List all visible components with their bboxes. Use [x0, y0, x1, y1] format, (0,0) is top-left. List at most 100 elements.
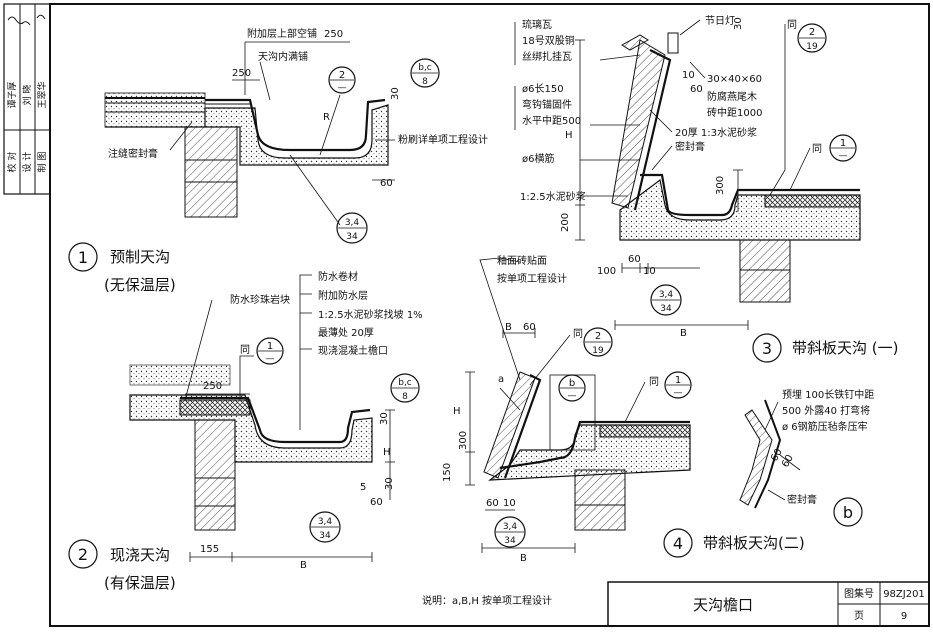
- d4-callout-0: 同: [573, 328, 583, 340]
- d1-dim-2: 30: [390, 87, 401, 100]
- d4-dim-1: 60: [523, 322, 536, 333]
- atlas-label: 图集号: [844, 587, 874, 600]
- d2-dim-1: 30: [379, 412, 390, 425]
- d3-dim-2: 60: [690, 84, 703, 95]
- name-draw: 王翠华: [36, 81, 48, 108]
- role-design: 设 计: [21, 152, 33, 173]
- d3-callout-8: 釉面砖贴面: [497, 254, 547, 267]
- d1-callout-3: 注缝密封膏: [108, 147, 158, 160]
- d4-ref3-top: 3,4: [503, 522, 518, 532]
- d3-callout-1: 18号双股铜: [522, 35, 575, 47]
- d2-dim-5: 5: [360, 482, 366, 493]
- d2-callout-0: 防水卷材: [318, 270, 358, 283]
- d4-callout-2: a: [498, 374, 504, 385]
- sheet-border: [49, 3, 930, 627]
- detail-4: 同 同 a B 60 H 300 150 60 10 B 2 19 b — 1 …: [442, 322, 805, 564]
- detail-1: 附加层上部空铺 250 天沟内满铺 粉刷详单项工程设计 注缝密封膏 250 30…: [68, 27, 488, 294]
- d1-subtitle: (无保温层): [104, 276, 176, 294]
- role-check: 校 对: [6, 152, 18, 173]
- d3-dim-9: B: [680, 328, 687, 339]
- d3-number: 3: [762, 339, 772, 358]
- detail-b: 预埋 100长铁钉中距 500 外露40 打弯将 ø 6钢筋压毡条压牢 密封膏 …: [739, 388, 874, 527]
- d2-dim-3: 30: [384, 477, 395, 490]
- d3-ref2-top: 3,4: [659, 290, 674, 300]
- d2-callout-2: 1:2.5水泥砂浆找坡 1%: [318, 308, 423, 321]
- detail-2: 防水卷材 附加防水层 1:2.5水泥砂浆找坡 1% 最薄处 20厚 现浇混凝土檐…: [68, 270, 423, 592]
- d3-callout-9: 按单项工程设计: [497, 272, 567, 285]
- d2-callout-1: 附加防水层: [318, 289, 368, 302]
- detail-3: 琉璃瓦 18号双股铜 丝绑扎挂瓦 ø6长150 弯钩锚固件 水平中距500 ø6…: [479, 15, 898, 381]
- d3-callout-14: 20厚 1:3水泥砂浆: [675, 126, 757, 139]
- page-value: 9: [901, 611, 907, 622]
- db-callout-0: 预埋 100长铁钉中距: [782, 388, 874, 401]
- d1-ref1-bottom: 8: [422, 77, 428, 87]
- d4-dim-6: 10: [503, 498, 516, 509]
- d2-dim-4: 60: [370, 497, 383, 508]
- d3-ref0-top: 2: [809, 27, 815, 38]
- sheet-title: 天沟檐口: [693, 596, 753, 614]
- name-check: 谭子厚: [7, 81, 18, 108]
- d2-dim-2: H: [383, 447, 391, 458]
- d1-ref0-bottom: —: [338, 83, 347, 93]
- d3-ref0-bottom: 19: [806, 42, 818, 52]
- d3-dim-5: 200: [560, 213, 571, 232]
- d2-dim-7: B: [300, 560, 307, 571]
- d3-callout-3: ø6长150: [522, 83, 564, 95]
- d2-title: 现浇天沟: [110, 546, 170, 564]
- d1-callout-1: 天沟内满铺: [258, 50, 308, 63]
- d3-ref1-top: 1: [840, 138, 846, 149]
- d3-title: 带斜板天沟 (一): [792, 339, 898, 357]
- d4-dim-4: 150: [442, 463, 453, 482]
- db-number: b: [843, 503, 853, 522]
- d4-ref2-top: 1: [675, 375, 681, 386]
- d1-title: 预制天沟: [110, 248, 170, 266]
- d2-callout-3: 最薄处 20厚: [318, 326, 374, 339]
- d1-ref0-top: 2: [339, 70, 345, 81]
- d1-dim-4: R: [323, 112, 330, 123]
- d3-dim-4: 300: [715, 176, 726, 195]
- d4-number: 4: [673, 534, 683, 553]
- side-block: [3, 3, 51, 195]
- d3-ref1-bottom: —: [839, 151, 848, 161]
- d2-dim-6: 155: [200, 544, 219, 555]
- sheet-note: 说明：a,B,H 按单项工程设计: [422, 594, 552, 607]
- side-block-roles: 校 对 设 计 制 图 谭子厚 刘 晓 王翠华: [6, 14, 48, 173]
- d3-dim-8: 10: [643, 266, 656, 277]
- db-callout-3: 密封膏: [787, 493, 817, 506]
- db-callout-1: 500 外露40 打弯将: [782, 404, 870, 417]
- d3-callout-6: ø6横筋: [522, 152, 554, 165]
- d4-ref0-bottom: 19: [592, 346, 604, 356]
- d3-callout-2: 丝绑扎挂瓦: [522, 50, 572, 63]
- d4-ref3-bottom: 34: [504, 536, 516, 546]
- d2-callout-5: 防水珍珠岩块: [230, 293, 290, 306]
- d4-dim-0: B: [505, 322, 512, 333]
- d4-ref1-top: b: [569, 378, 575, 389]
- title-block: 天沟檐口 图集号 98ZJ201 页 9: [607, 581, 930, 627]
- d3-dim-7: 60: [628, 254, 641, 265]
- d1-callout-0: 附加层上部空铺: [247, 27, 317, 40]
- d3-dim-1: 10: [682, 70, 695, 81]
- d2-subtitle: (有保温层): [104, 574, 176, 592]
- d2-ref1-top: b,c: [398, 378, 412, 388]
- d3-callout-0: 琉璃瓦: [522, 18, 552, 31]
- d1-ref2-bottom: 34: [346, 232, 358, 242]
- d3-dim-0: 30: [733, 17, 744, 30]
- d2-ref2-top: 3,4: [318, 517, 333, 527]
- d3-callout-17: 同: [812, 143, 822, 155]
- d2-ref2-bottom: 34: [319, 531, 331, 541]
- d4-dim-3: 300: [458, 431, 469, 450]
- d4-callout-1: 同: [649, 376, 659, 388]
- db-callout-2: ø 6钢筋压毡条压牢: [782, 420, 868, 433]
- d2-ref1-bottom: 8: [402, 392, 408, 402]
- d3-dim-3: H: [565, 130, 573, 141]
- d2-callout-4: 现浇混凝土檐口: [318, 344, 388, 357]
- d2-ref0-top: 1: [267, 341, 273, 352]
- d1-dim-0: 250: [324, 29, 343, 40]
- d3-ref2-bottom: 34: [660, 304, 672, 314]
- page-label: 页: [854, 610, 864, 622]
- signature-marks: [7, 14, 46, 26]
- d3-callout-10: 节日灯: [705, 15, 735, 27]
- d2-dim-0: 250: [203, 381, 222, 392]
- d1-callout-2: 粉刷详单项工程设计: [398, 133, 488, 146]
